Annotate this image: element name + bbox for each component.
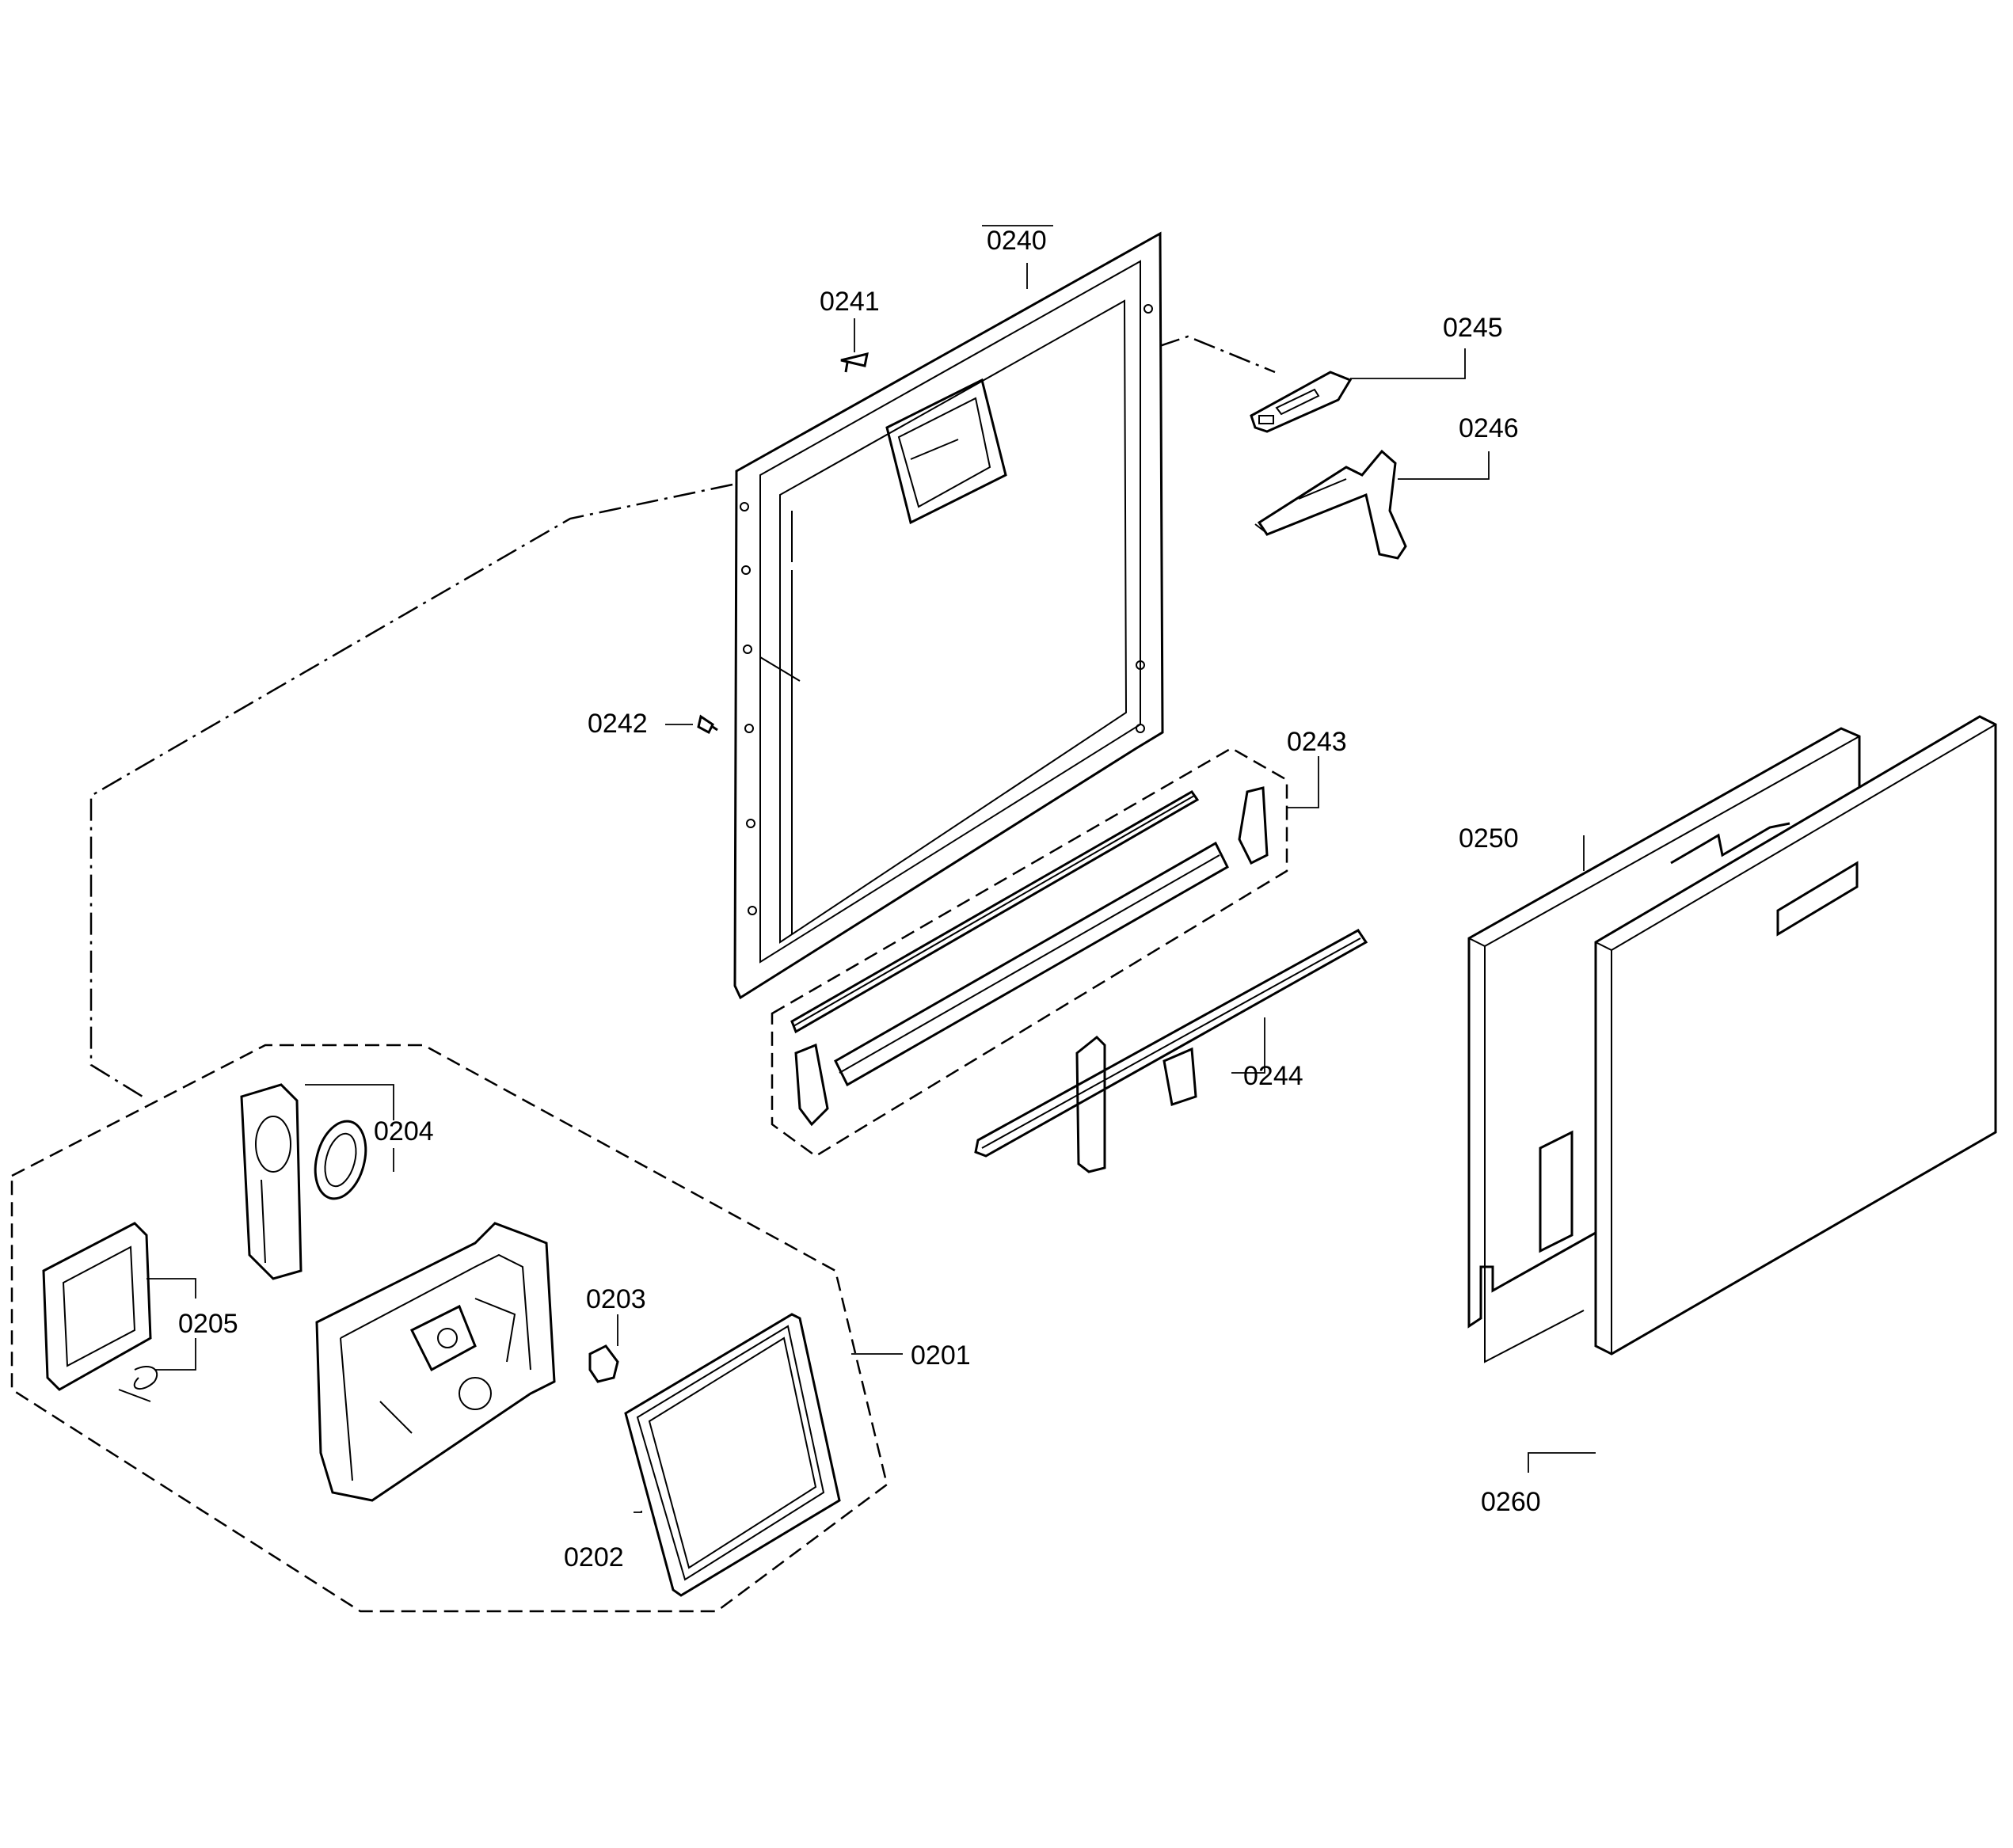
label-0242: 0242: [588, 709, 648, 739]
clip-0203[interactable]: [588, 1344, 619, 1383]
label-0244: 0244: [1243, 1061, 1303, 1091]
leader-lines: [147, 225, 1596, 1513]
gasket-frame-0202[interactable]: [624, 1313, 841, 1597]
label-0241: 0241: [820, 287, 880, 317]
door-assembly-boundary: [89, 483, 733, 1098]
label-0245: 0245: [1443, 313, 1503, 343]
screw-0241[interactable]: [840, 352, 869, 373]
label-0243: 0243: [1287, 727, 1347, 757]
control-module-group-0201[interactable]: [10, 1044, 889, 1613]
trim-strip-group-0243[interactable]: [771, 747, 1288, 1158]
label-0260: 0260: [1481, 1487, 1541, 1517]
hinge-lever-0246[interactable]: [1254, 449, 1407, 560]
control-board-0205[interactable]: [42, 1222, 158, 1402]
screw-0242[interactable]: [697, 714, 718, 735]
label-0203: 0203: [586, 1284, 646, 1314]
label-0201: 0201: [911, 1340, 971, 1371]
hinge-bracket-0245[interactable]: [1250, 371, 1353, 433]
control-housing[interactable]: [315, 1222, 556, 1502]
outer-door-panel-0260[interactable]: [1594, 715, 1997, 1356]
label-0246: 0246: [1459, 413, 1519, 443]
part-labels: 0240 0241 0242 0243 0244 0245 0246 0250 …: [178, 226, 1541, 1572]
hinge-arm-0244[interactable]: [974, 929, 1368, 1173]
label-0202: 0202: [564, 1542, 624, 1572]
label-0204: 0204: [374, 1116, 434, 1146]
label-0240: 0240: [987, 226, 1047, 256]
label-0205: 0205: [178, 1309, 238, 1339]
dispenser-housing-0204[interactable]: [240, 1083, 303, 1280]
label-0250: 0250: [1459, 823, 1519, 854]
seal-ring-0204[interactable]: [307, 1116, 374, 1204]
inner-door-frame[interactable]: [733, 231, 1164, 1000]
